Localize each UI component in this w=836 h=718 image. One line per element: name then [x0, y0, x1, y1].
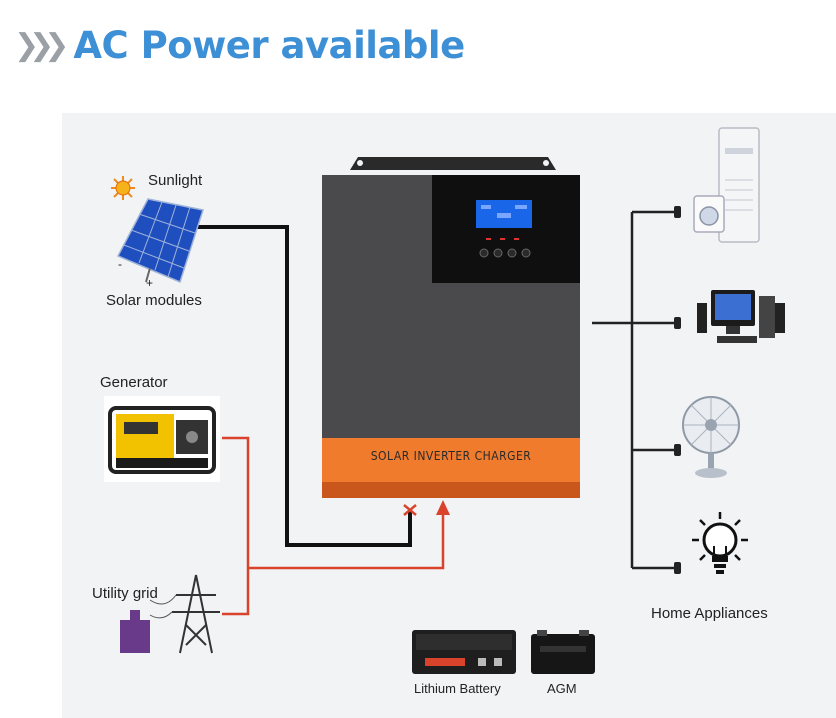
sun-icon [111, 176, 135, 200]
plug-icon [674, 562, 681, 574]
blocked-x-icon [403, 504, 417, 516]
air-conditioner-icon [718, 127, 760, 243]
washing-machine-icon [693, 195, 725, 233]
generator-label: Generator [100, 374, 168, 391]
plug-icon [674, 206, 681, 218]
ac-input-line [222, 436, 450, 616]
inverter-device [322, 157, 580, 498]
lithium-battery-icon [412, 630, 516, 674]
sunlight-label: Sunlight [148, 172, 203, 189]
solar-modules-label: Solar modules [106, 292, 202, 309]
lithium-battery-label: Lithium Battery [414, 681, 501, 696]
page-header: ❯❯❯ AC Power available [14, 20, 465, 70]
plug-icon [674, 444, 681, 456]
arrow-up-icon [436, 500, 450, 515]
utility-tower-icon [120, 574, 220, 654]
desktop-computer-icon [697, 290, 785, 343]
agm-label: AGM [547, 681, 577, 696]
home-appliances-label: Home Appliances [651, 605, 768, 622]
electric-fan-icon [682, 396, 740, 478]
page-title: AC Power available [73, 23, 465, 67]
solar-panel-icon [116, 198, 204, 284]
light-bulb-icon [692, 512, 748, 574]
inverter-label: SOLAR INVERTER CHARGER [370, 449, 532, 463]
agm-battery-icon [531, 630, 595, 674]
inverter-display-panel [432, 175, 580, 283]
solar-negative-label: - [118, 257, 122, 271]
ac-output-line [592, 206, 681, 574]
solar-dc-line [195, 225, 417, 547]
utility-grid-label: Utility grid [92, 585, 158, 602]
plug-icon [674, 317, 681, 329]
solar-positive-label: + [146, 276, 154, 290]
generator-icon [104, 396, 220, 482]
